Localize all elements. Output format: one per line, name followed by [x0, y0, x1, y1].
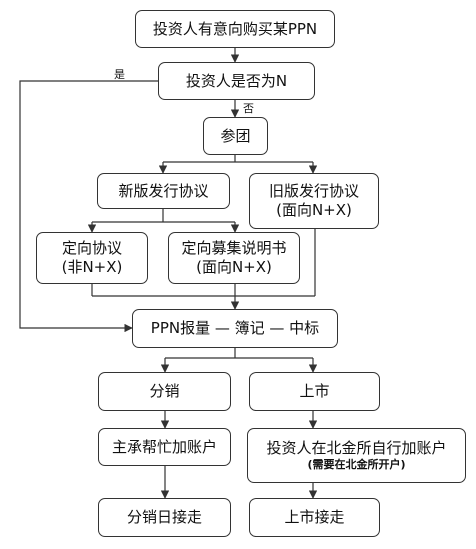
process-text: PPN报量 — 簿记 — 中标: [150, 319, 320, 337]
distribution-node: 分销: [98, 372, 231, 411]
listing-node: 上市: [249, 372, 380, 411]
underwriter-account-node: 主承帮忙加账户: [98, 428, 231, 466]
investor-account-note: (需要在北金所开户): [307, 458, 406, 471]
investor-account-text: 投资人在北金所自行加账户: [266, 439, 447, 457]
new-version-node: 新版发行协议: [97, 173, 230, 209]
dist-settle-text: 分销日接走: [126, 508, 202, 526]
directed-text-2: (非N+X): [61, 258, 123, 276]
intent-node: 投资人有意向购买某PPN: [135, 10, 335, 48]
process-node: PPN报量 — 簿记 — 中标: [132, 309, 338, 348]
prospectus-node: 定向募集说明书 (面向N+X): [168, 232, 300, 284]
directed-text-1: 定向协议: [61, 239, 122, 257]
dist-settle-node: 分销日接走: [98, 498, 231, 537]
old-version-node: 旧版发行协议 (面向N+X): [249, 173, 379, 229]
directed-agreement-node: 定向协议 (非N+X): [36, 232, 148, 284]
yes-label: 是: [114, 68, 125, 81]
join-node: 参团: [203, 117, 268, 155]
list-settle-text: 上市接走: [284, 508, 345, 526]
old-version-text-1: 旧版发行协议: [268, 182, 359, 200]
is-n-text: 投资人是否为N: [185, 71, 288, 90]
intent-text: 投资人有意向购买某PPN: [152, 19, 318, 38]
list-settle-node: 上市接走: [249, 498, 380, 537]
is-n-node: 投资人是否为N: [158, 62, 315, 100]
underwriter-account-text: 主承帮忙加账户: [111, 437, 217, 456]
old-version-text-2: (面向N+X): [276, 201, 352, 219]
prospectus-text-2: (面向N+X): [196, 258, 272, 276]
distribution-text: 分销: [149, 382, 180, 400]
new-version-text: 新版发行协议: [118, 181, 209, 200]
investor-account-node: 投资人在北金所自行加账户 (需要在北金所开户): [247, 428, 466, 483]
join-text: 参团: [220, 126, 251, 145]
prospectus-text-1: 定向募集说明书: [181, 239, 287, 257]
listing-text: 上市: [299, 382, 330, 400]
no-label: 否: [243, 102, 254, 115]
